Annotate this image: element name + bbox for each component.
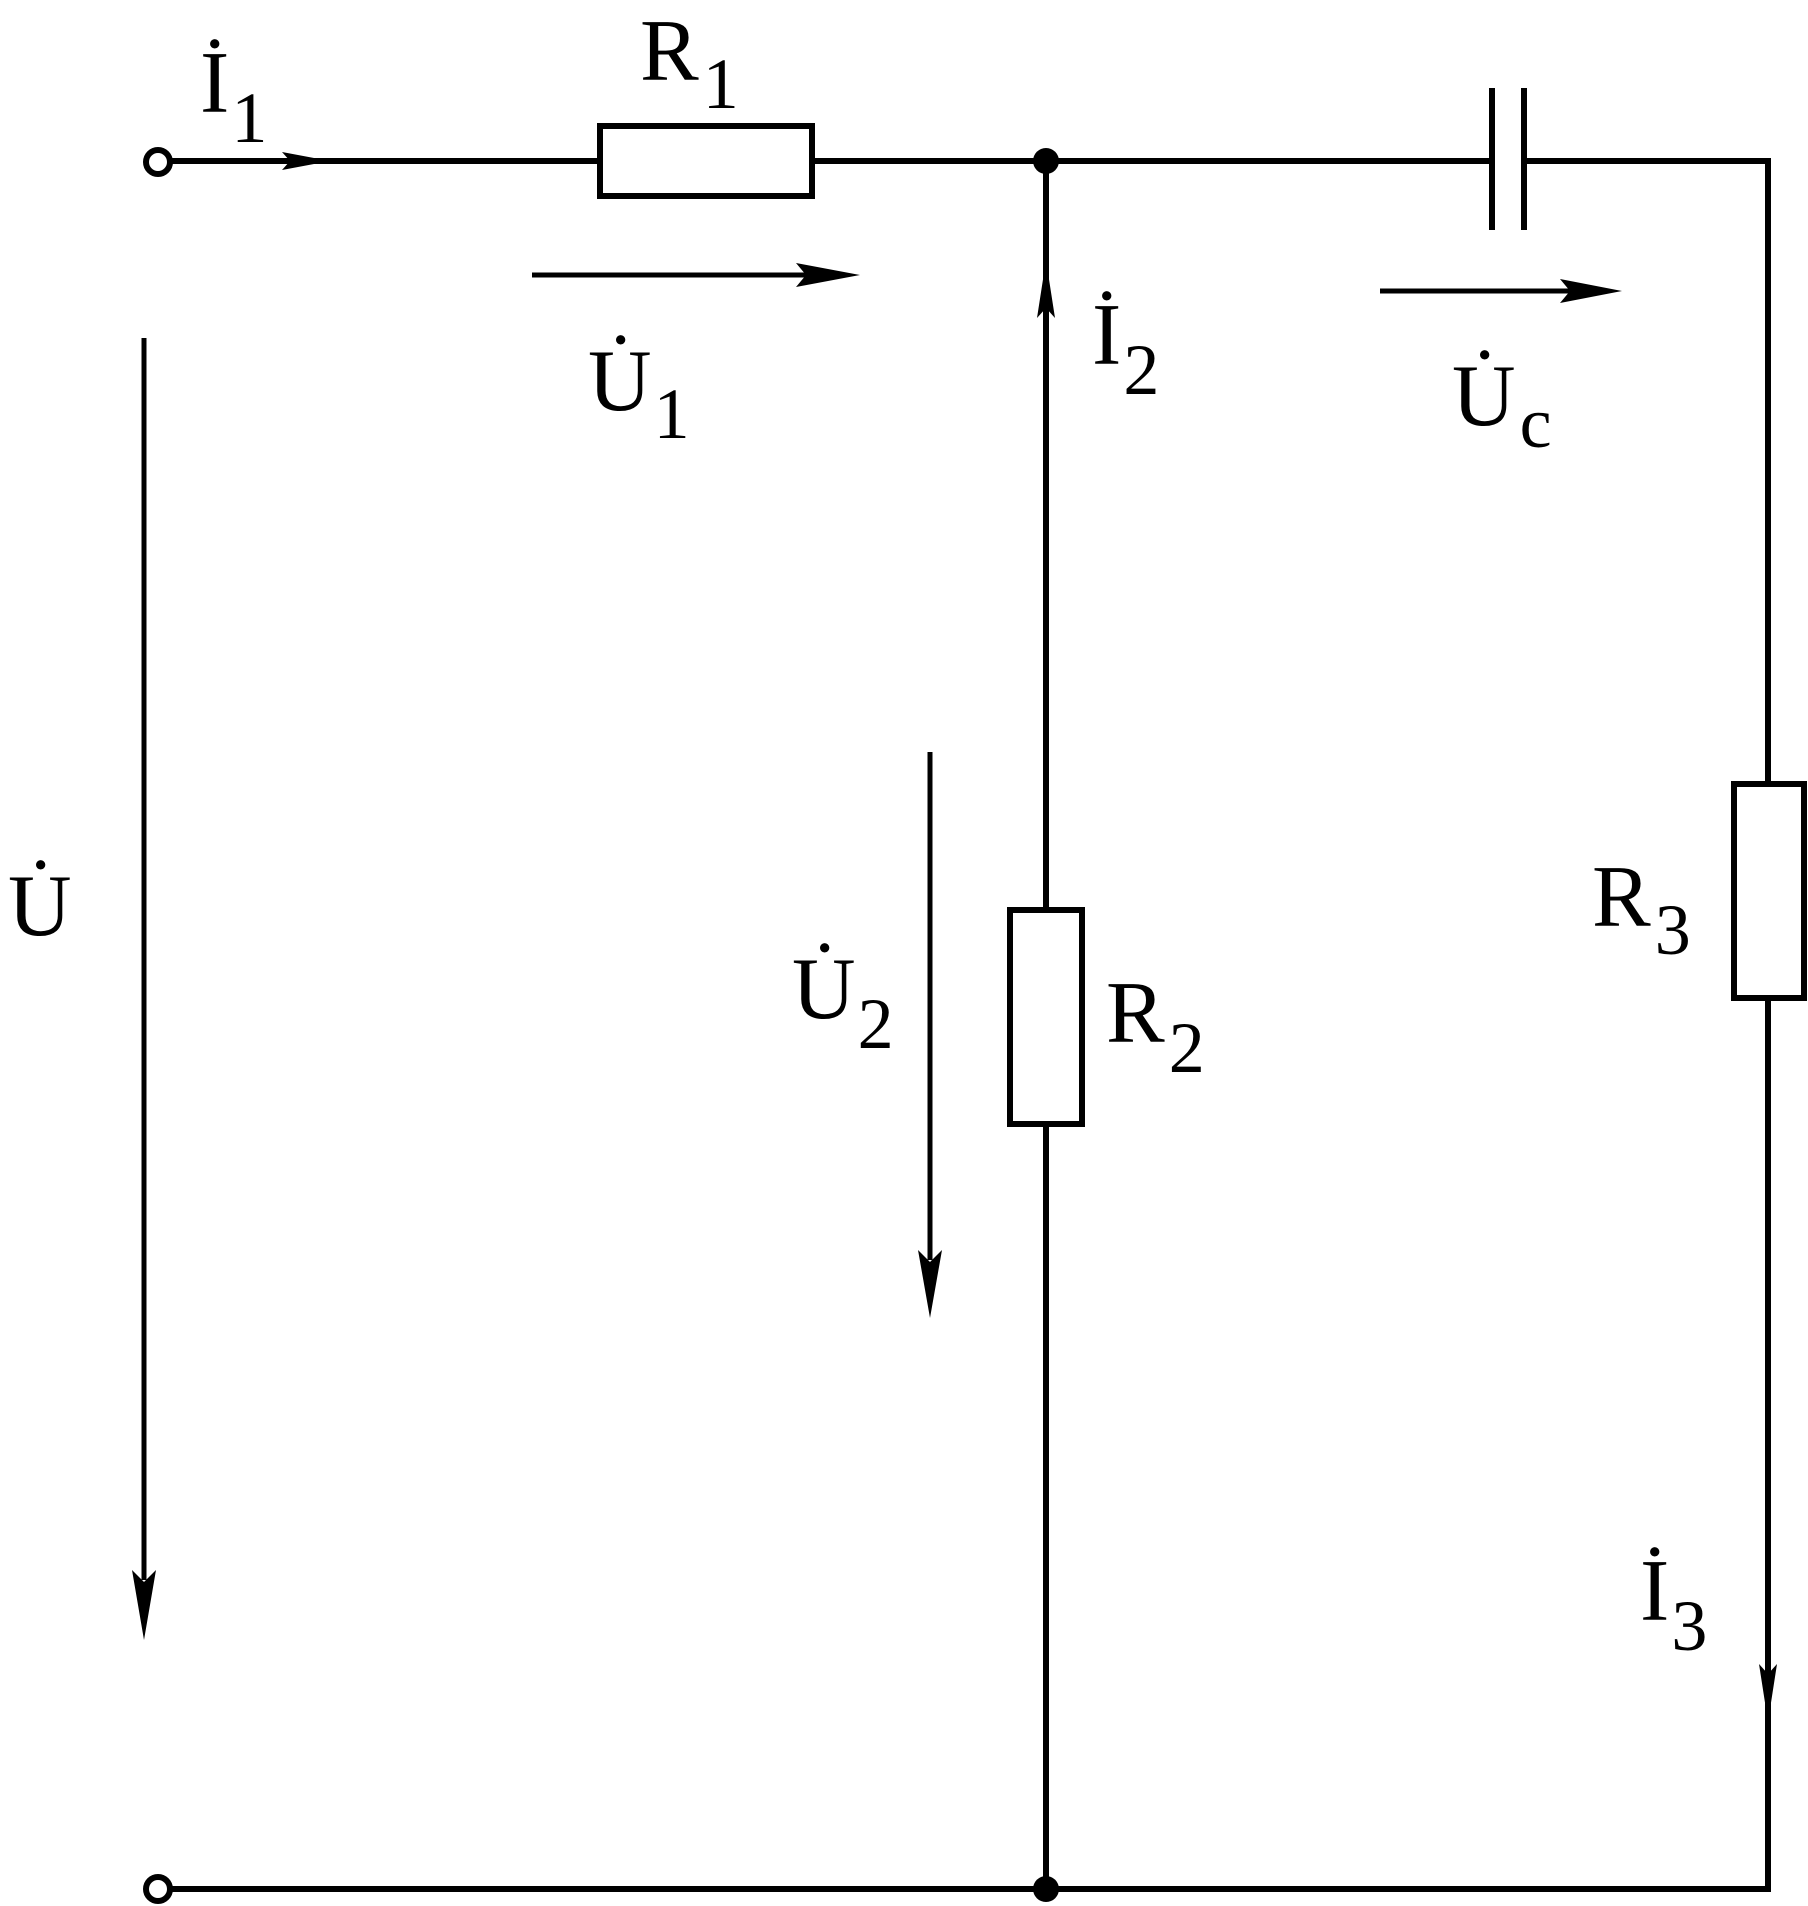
terminal-top [143,147,173,177]
label-uc: U̇c [1452,348,1552,463]
label-r1: R1 [640,3,739,124]
label-i3: İ3 [1640,1543,1707,1666]
junction-top [1033,148,1059,174]
label-u: U̇ [8,858,72,955]
wires [168,158,1771,1892]
current-i1-arrowhead [282,152,330,170]
resistor-r3 [1731,781,1807,1001]
current-i2-arrowhead [1037,260,1055,318]
label-r2: R2 [1106,965,1205,1088]
voltage-u-arrow [132,338,156,1640]
label-r3: R3 [1592,849,1691,970]
current-i3-arrowhead [1759,1664,1777,1722]
label-i1: İ1 [200,35,267,158]
label-i2: İ2 [1092,287,1159,410]
label-u2: U̇2 [792,941,894,1064]
label-u1: U̇1 [588,333,690,454]
resistor-r2 [1007,907,1085,1127]
terminal-bottom [143,1874,173,1904]
voltage-uc-arrow [1380,279,1622,303]
junction-bottom [1033,1876,1059,1902]
voltage-u1-arrow [532,263,860,287]
capacitor [1489,88,1527,230]
resistor-r1 [597,123,815,199]
voltage-u2-arrow [918,752,942,1318]
